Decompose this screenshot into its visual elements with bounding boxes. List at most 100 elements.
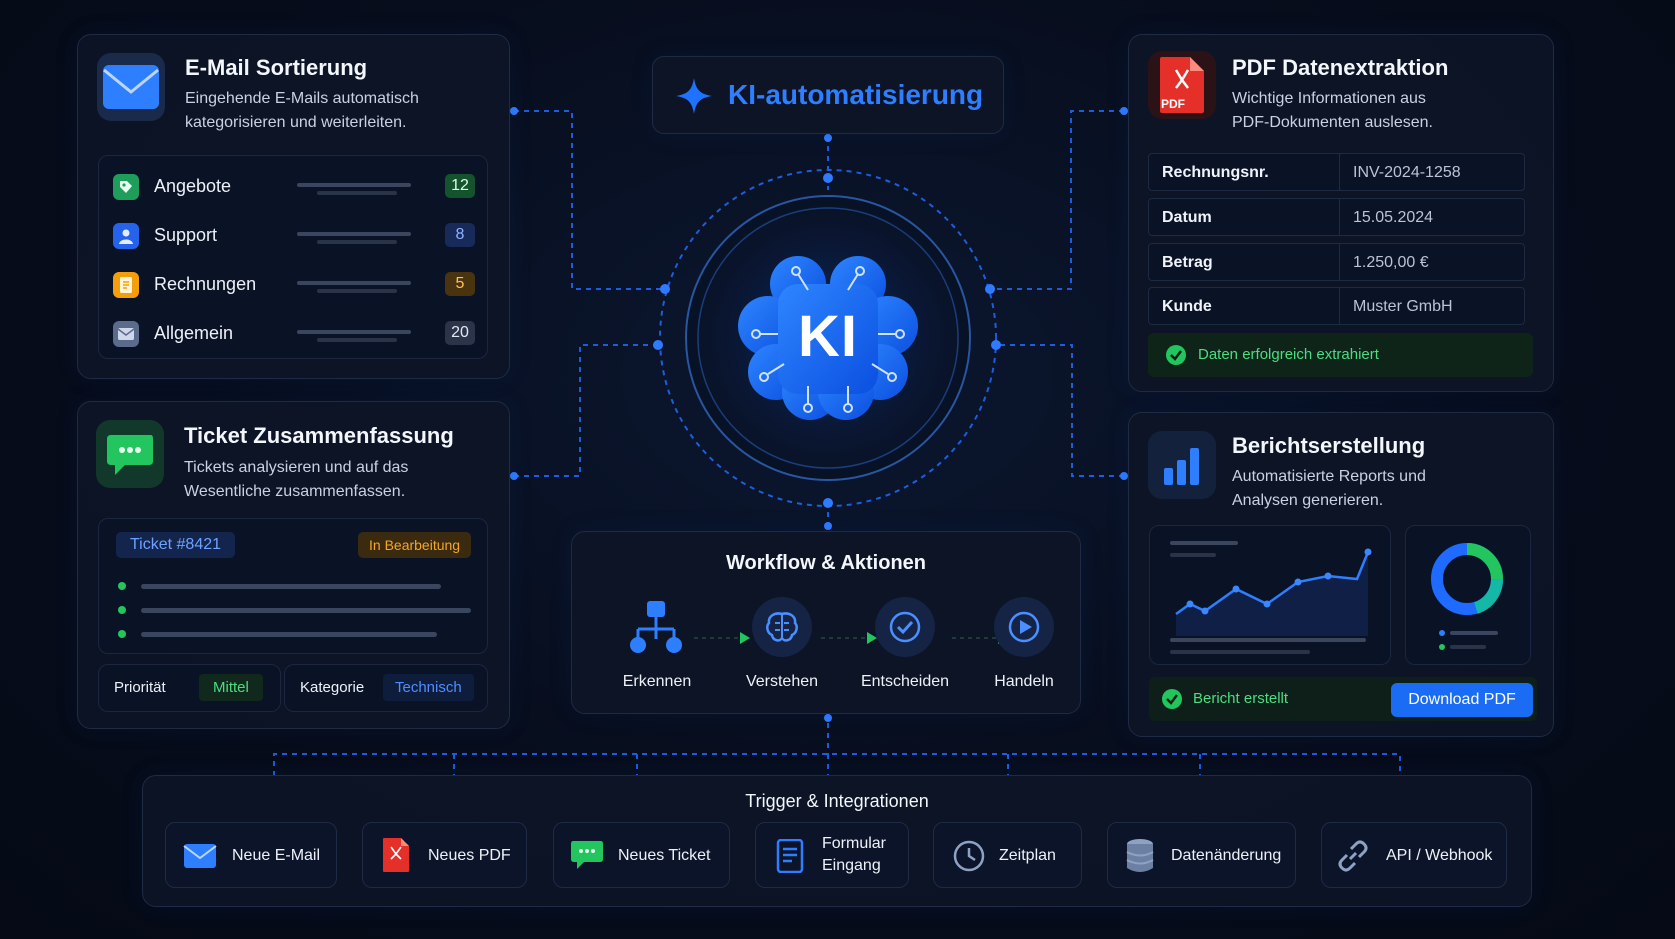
tag-icon bbox=[113, 174, 139, 200]
priority-value: Mittel bbox=[199, 674, 263, 701]
workflow-panel: Workflow & Aktionen Erkennen Verstehen bbox=[571, 531, 1081, 714]
pdf-field-key: Rechnungsnr. bbox=[1162, 164, 1269, 181]
trigger-new-email[interactable]: Neue E-Mail bbox=[165, 822, 337, 888]
pdf-field-key: Datum bbox=[1162, 209, 1212, 226]
header-pill: KI-automatisierung bbox=[652, 56, 1004, 134]
arrow-icon bbox=[821, 632, 877, 644]
report-status-text: Bericht erstellt bbox=[1193, 690, 1289, 707]
trigger-label-line2: Eingang bbox=[822, 857, 881, 874]
ticket-title: Ticket Zusammenfassung bbox=[184, 423, 454, 448]
category-value: Technisch bbox=[383, 674, 474, 701]
download-pdf-button[interactable]: Download PDF bbox=[1391, 683, 1533, 717]
pdf-field-value: 1.250,00 € bbox=[1353, 254, 1429, 271]
triggers-title: Trigger & Integrationen bbox=[745, 791, 929, 811]
mail-icon bbox=[183, 844, 217, 868]
email-title: E-Mail Sortierung bbox=[185, 55, 368, 80]
bar-chart-icon bbox=[1164, 448, 1199, 485]
trigger-new-ticket[interactable]: Neues Ticket bbox=[553, 822, 730, 888]
workflow-step-erkennen[interactable]: Erkennen bbox=[592, 587, 722, 707]
category-label: Kategorie bbox=[300, 679, 365, 696]
database-icon bbox=[1126, 839, 1154, 872]
pdf-desc-line1: Wichtige Informationen aus bbox=[1232, 90, 1426, 107]
category-label: Angebote bbox=[154, 176, 232, 196]
pdf-title: PDF Datenextraktion bbox=[1232, 55, 1449, 80]
page-title: KI-automatisierung bbox=[728, 79, 984, 110]
category-count: 5 bbox=[445, 272, 475, 296]
list-item[interactable]: Angebote 12 bbox=[99, 164, 489, 208]
brain-small-icon bbox=[766, 612, 798, 642]
chat-icon bbox=[571, 841, 603, 869]
pdf-field-key: Betrag bbox=[1162, 254, 1213, 271]
arrow-icon bbox=[694, 632, 750, 644]
user-icon bbox=[113, 223, 139, 249]
list-item[interactable]: Rechnungen 5 bbox=[99, 262, 489, 306]
line-chart-illustration bbox=[1170, 541, 1372, 654]
pdf-field-key: Kunde bbox=[1162, 298, 1212, 315]
trigger-label: Neues PDF bbox=[428, 847, 511, 864]
pdf-app-icon bbox=[1148, 51, 1216, 119]
pdf-field-value: 15.05.2024 bbox=[1353, 209, 1434, 226]
category-count: 12 bbox=[445, 174, 475, 198]
ticket-desc-line2: Wesentliche zusammenfassen. bbox=[184, 483, 406, 500]
ticket-preview: Ticket #8421 In Bearbeitung bbox=[98, 518, 488, 654]
form-icon bbox=[776, 839, 804, 873]
category-count: 8 bbox=[445, 223, 475, 247]
pdf-field-row: Datum 15.05.2024 bbox=[1148, 198, 1525, 236]
sparkle-icon bbox=[676, 78, 712, 114]
priority-field[interactable]: Priorität Mittel bbox=[98, 664, 281, 712]
link-icon bbox=[1338, 840, 1368, 872]
check-step-circle bbox=[875, 597, 935, 657]
brain-label: KI bbox=[798, 304, 858, 369]
email-category-list: Angebote 12 Support 8 Rechnungen 5 bbox=[98, 155, 488, 359]
ticket-summary-panel: Ticket Zusammenfassung Tickets analysier… bbox=[77, 401, 510, 729]
category-label: Support bbox=[154, 225, 218, 245]
category-label: Rechnungen bbox=[154, 274, 257, 294]
list-item[interactable]: Support 8 bbox=[99, 213, 489, 257]
pdf-field-value: INV-2024-1258 bbox=[1353, 164, 1461, 181]
step-label: Verstehen bbox=[745, 673, 819, 690]
trigger-label: Neues Ticket bbox=[618, 847, 711, 864]
trigger-label-line1: Formular bbox=[822, 835, 887, 852]
priority-label: Priorität bbox=[114, 679, 166, 696]
trigger-api-webhook[interactable]: API / Webhook bbox=[1321, 822, 1507, 888]
donut-chart-illustration bbox=[1431, 543, 1504, 650]
trigger-data-change[interactable]: Datenänderung bbox=[1107, 822, 1296, 888]
email-desc-line2: kategorisieren und weiterleiten. bbox=[185, 114, 407, 131]
pdf-field-row: Rechnungsnr. INV-2024-1258 bbox=[1148, 153, 1525, 191]
ticket-id-badge[interactable]: Ticket #8421 bbox=[116, 532, 236, 558]
check-icon bbox=[889, 611, 921, 643]
brain-icon bbox=[738, 256, 918, 420]
pdf-field-value: Muster GmbH bbox=[1353, 298, 1453, 315]
play-step-circle bbox=[994, 597, 1054, 657]
trigger-form-input[interactable]: Formular Eingang bbox=[755, 822, 909, 888]
report-desc-line2: Analysen generieren. bbox=[1232, 492, 1384, 509]
ticket-app-icon bbox=[96, 420, 164, 488]
invoice-icon bbox=[113, 272, 139, 298]
workflow-title: Workflow & Aktionen bbox=[726, 552, 926, 574]
envelope-icon bbox=[113, 321, 139, 347]
check-circle-icon bbox=[1166, 345, 1186, 365]
pdf-field-row: Betrag 1.250,00 € bbox=[1148, 243, 1525, 281]
trigger-label: Neue E-Mail bbox=[232, 847, 321, 864]
trigger-schedule[interactable]: Zeitplan bbox=[933, 822, 1082, 888]
ticket-desc-line1: Tickets analysieren und auf das bbox=[184, 459, 409, 476]
email-desc-line1: Eingehende E-Mails automatisch bbox=[185, 90, 419, 107]
trigger-label: API / Webhook bbox=[1386, 847, 1493, 864]
trigger-new-pdf[interactable]: Neues PDF bbox=[362, 822, 527, 888]
brain-step-circle bbox=[752, 597, 812, 657]
list-item[interactable]: Allgemein 20 bbox=[99, 311, 489, 355]
status-badge: In Bearbeitung bbox=[358, 532, 472, 558]
workflow-step-verstehen[interactable]: Verstehen bbox=[717, 587, 847, 707]
clock-icon bbox=[953, 840, 985, 872]
mail-app-icon bbox=[97, 53, 165, 121]
pdf-icon bbox=[1160, 57, 1204, 113]
pdf-success-banner: Daten erfolgreich extrahiert bbox=[1148, 333, 1533, 377]
ki-hub: KI bbox=[682, 192, 974, 484]
report-title: Berichtserstellung bbox=[1232, 433, 1426, 458]
step-label: Erkennen bbox=[622, 673, 692, 690]
check-circle-icon bbox=[1162, 689, 1182, 709]
workflow-step-handeln[interactable]: Handeln bbox=[932, 587, 1082, 707]
workflow-step-entscheiden[interactable]: Entscheiden bbox=[840, 587, 970, 707]
category-field[interactable]: Kategorie Technisch bbox=[284, 664, 488, 712]
